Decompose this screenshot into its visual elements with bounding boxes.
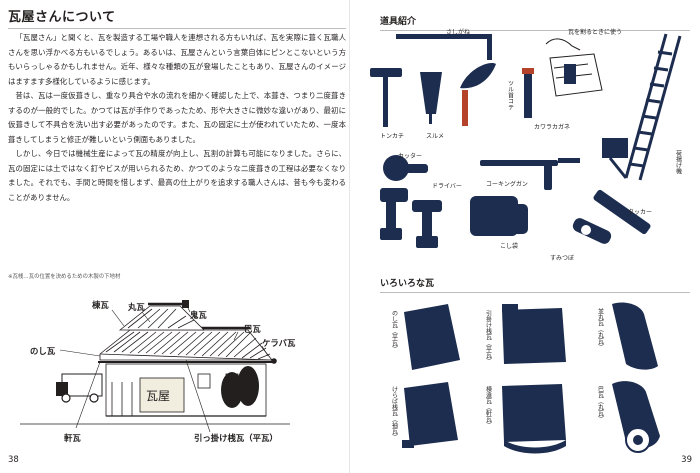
label-hikkake: 引っ掛け桟瓦（平瓦） [194, 433, 278, 443]
label-nokigawara: 軒瓦 [64, 433, 81, 443]
label-marugawara: 丸瓦 [127, 302, 145, 312]
tool-belt-icon [470, 196, 528, 236]
trowel-icon [420, 72, 442, 124]
house-illustration: 瓦屋 棟瓦 丸瓦 鬼瓦 巴瓦 ケラバ瓦 のし瓦 [20, 300, 296, 443]
page-gutter [349, 0, 350, 473]
label-koshibukuro: こし袋 [500, 242, 518, 250]
tiles-section-title: いろいろな瓦 [380, 279, 435, 289]
body-text: 「瓦屋さん」と聞くと、瓦を製造する工場や職人を連想される方もいれば、瓦を実際に葺… [8, 31, 346, 205]
hammer-icon [370, 68, 402, 127]
tools-illustration: さしがね トンカチ スルメ ツル首コテ カワラカガネ [370, 28, 682, 262]
truck-icon [56, 373, 103, 403]
sumitsubo-icon [572, 218, 612, 244]
tile-cutter-icon [545, 38, 603, 97]
label-tile-cutter: 瓦を割るときに使う [568, 28, 622, 36]
tools-section-title: 道具紹介 [380, 17, 417, 27]
tiles-illustration: のし瓦（平瓦） 引掛け桟瓦（平瓦） 並丸瓦（丸瓦） けらば桟瓦（袖瓦） 棟違瓦（… [391, 302, 660, 454]
caulking-gun-icon [480, 158, 580, 190]
label-nifuri-ki: 荷揚げ機 [675, 149, 682, 175]
label-tsuru-kote: ツル首コテ [507, 80, 514, 110]
tile-label-1: のし瓦（平瓦） [391, 310, 398, 352]
tile-noshi [404, 304, 460, 370]
tile-label-3: 並丸瓦（丸瓦） [597, 307, 604, 350]
title-divider [8, 28, 346, 29]
tiles-divider [380, 292, 690, 293]
label-tonkachi: トンカチ [380, 133, 404, 140]
tsurukote-icon [460, 63, 496, 126]
left-page: 瓦屋さんについて 「瓦屋さん」と聞くと、瓦を製造する工場や職人を連想される方もい… [8, 10, 346, 465]
grinder-icon [383, 155, 428, 181]
tile-label-6: 巴瓦（丸瓦） [597, 386, 604, 422]
tile-munechigai [502, 384, 566, 454]
page-number-left: 38 [8, 455, 19, 465]
label-noshigawara: のし瓦 [30, 346, 56, 356]
tools-divider [380, 30, 690, 31]
tree-icon [221, 366, 259, 408]
drill-icon [380, 188, 442, 248]
svg-text:瓦屋: 瓦屋 [146, 389, 170, 403]
paragraph-2: 昔は、瓦は一度仮葺きし、重なり具合や水の流れを細かく確認した上で、本葺き、つまり… [8, 91, 346, 144]
label-kerabagawara: ケラバ瓦 [262, 338, 296, 348]
label-munegawara: 棟瓦 [92, 300, 109, 310]
label-sashigane: さしがね [446, 28, 470, 36]
tile-tomoe [612, 381, 660, 453]
tile-label-4: けらば桟瓦（袖瓦） [391, 386, 398, 440]
label-kawara-kagane: カワラカガネ [534, 123, 570, 131]
ladder-icon [608, 33, 682, 181]
kawarakagane-icon [522, 68, 534, 118]
label-onigawara: 鬼瓦 [190, 310, 207, 320]
page-number-right: 39 [681, 455, 692, 465]
sashigane-icon [396, 34, 492, 60]
footnote: ※瓦桟…瓦の位置を決めるための木製の下地材 [8, 274, 121, 280]
tile-keraba [402, 382, 458, 448]
tacker-icon [593, 189, 651, 235]
label-caulking-gun: コーキングガン [486, 180, 528, 188]
label-tomoegawara: 巴瓦 [244, 324, 261, 334]
label-tacker: タッカー [628, 208, 652, 216]
tile-hikkake [502, 304, 566, 364]
label-driver: ドライバー [432, 183, 462, 190]
label-surume: スルメ [426, 133, 444, 140]
label-sumitsubo: すみつぼ [550, 255, 574, 262]
label-cutter: カッター [398, 152, 422, 160]
page-title: 瓦屋さんについて [8, 10, 116, 25]
tile-label-2: 引掛け桟瓦（平瓦） [485, 309, 492, 364]
tile-marugawara [612, 302, 658, 370]
paragraph-1: 「瓦屋さん」と聞くと、瓦を製造する工場や職人を連想される方もいれば、瓦を実際に葺… [8, 33, 346, 86]
paragraph-3: しかし、今日では機械生産によって瓦の精度が向上し、瓦割の計算も可能になりました。… [8, 149, 346, 202]
tile-label-5: 棟違瓦（軒瓦） [485, 385, 492, 428]
right-page: 道具紹介 さしがね トンカチ スルメ ツル首コテ [350, 0, 700, 473]
